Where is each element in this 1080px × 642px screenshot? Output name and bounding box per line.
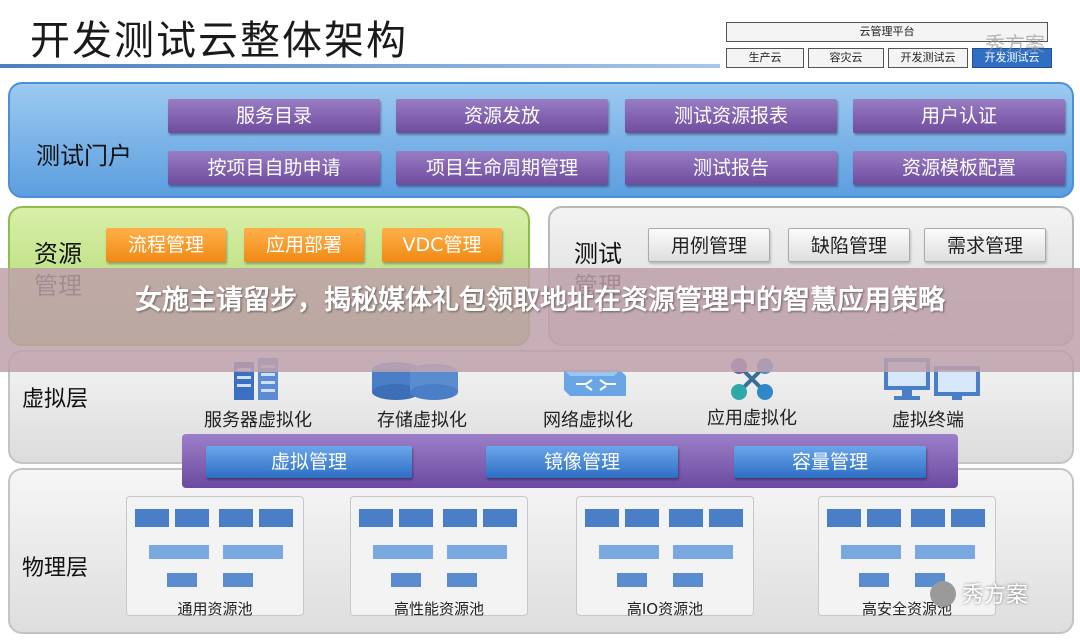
portal-btn-resource-provision[interactable]: 资源发放 (396, 99, 608, 133)
rack-hardware-icon (585, 509, 743, 587)
portal-btn-project-lifecycle[interactable]: 项目生命周期管理 (396, 151, 608, 185)
portal-btn-test-report[interactable]: 测试报告 (625, 151, 837, 185)
test-mgmt-label-1: 测试 (574, 240, 622, 268)
vmgmt-btn-image[interactable]: 镜像管理 (486, 446, 678, 478)
test-btn-case-mgmt[interactable]: 用例管理 (648, 228, 770, 262)
vmgmt-btn-virtual[interactable]: 虚拟管理 (206, 446, 412, 478)
virtual-item-storage: 存储虚拟化 (377, 410, 467, 431)
rack-hardware-icon (359, 509, 517, 587)
watermark-bottom: 秀方案 (962, 583, 1029, 608)
res-btn-app-deploy[interactable]: 应用部署 (244, 228, 364, 262)
pool-high-io (576, 496, 754, 616)
test-btn-defect-mgmt[interactable]: 缺陷管理 (788, 228, 910, 262)
vmgmt-btn-capacity[interactable]: 容量管理 (734, 446, 926, 478)
cloud-item-devtest-active: 开发测试云 (972, 48, 1052, 68)
pool-general (126, 496, 304, 616)
portal-btn-template-config[interactable]: 资源模板配置 (853, 151, 1065, 185)
virtual-item-network: 网络虚拟化 (543, 410, 633, 431)
portal-btn-test-resource-report[interactable]: 测试资源报表 (625, 99, 837, 133)
virtual-item-application: 应用虚拟化 (707, 408, 797, 429)
virtual-layer-label: 虚拟层 (22, 387, 89, 412)
virtual-item-server: 服务器虚拟化 (204, 410, 312, 431)
rack-hardware-icon (135, 509, 293, 587)
page-title: 开发测试云整体架构 (30, 18, 408, 64)
cloud-platform-top: 云管理平台 (726, 22, 1048, 42)
overlay-banner-text: 女施主请留步，揭秘媒体礼包领取地址在资源管理中的智慧应用策略 (135, 285, 945, 316)
wechat-icon (930, 581, 956, 607)
res-btn-vdc-mgmt[interactable]: VDC管理 (382, 228, 502, 262)
pool-name-high-performance: 高性能资源池 (393, 600, 484, 618)
physical-layer-label: 物理层 (22, 556, 89, 581)
pool-name-high-io: 高IO资源池 (626, 600, 704, 618)
portal-btn-project-self-apply[interactable]: 按项目自助申请 (168, 151, 380, 185)
res-btn-process-mgmt[interactable]: 流程管理 (106, 228, 226, 262)
rack-hardware-icon (827, 509, 985, 587)
cloud-item-production: 生产云 (726, 48, 804, 68)
portal-btn-service-catalog[interactable]: 服务目录 (168, 99, 380, 133)
test-btn-requirement-mgmt[interactable]: 需求管理 (924, 228, 1046, 262)
pool-high-performance (350, 496, 528, 616)
cloud-item-disaster-recovery: 容灾云 (808, 48, 884, 68)
overlay-banner (0, 268, 1080, 372)
pool-name-general: 通用资源池 (177, 600, 253, 618)
title-underline (0, 64, 720, 68)
portal-label: 测试门户 (36, 142, 132, 170)
resource-mgmt-label-1: 资源 (34, 240, 82, 268)
portal-btn-user-auth[interactable]: 用户认证 (853, 99, 1065, 133)
cloud-item-devtest: 开发测试云 (888, 48, 968, 68)
pool-high-security (818, 496, 996, 616)
virtual-item-terminal: 虚拟终端 (892, 410, 964, 431)
watermark-top: 秀方案 (985, 32, 1045, 56)
pool-name-high-security: 高安全资源池 (861, 600, 952, 618)
